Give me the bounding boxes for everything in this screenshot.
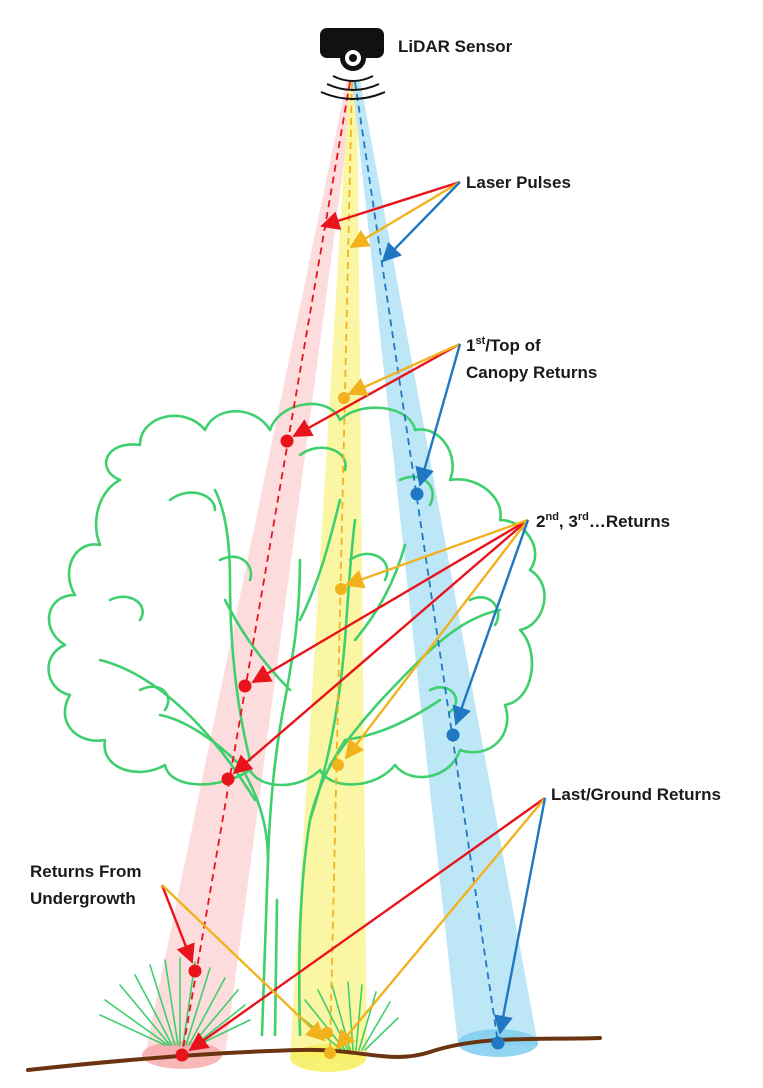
undergrowth-label-line2: Undergrowth [30, 889, 136, 908]
first-returns-label-line2: Canopy Returns [466, 363, 597, 382]
sensor-label: LiDAR Sensor [398, 37, 513, 56]
red-third-return [221, 772, 235, 786]
yellow-pulse-path [329, 81, 353, 1054]
yellow-second-return [335, 583, 347, 595]
yellow-first-return [338, 392, 350, 404]
laser-pulses-label: Laser Pulses [466, 173, 571, 192]
signal-waves-icon [320, 75, 386, 100]
red-undergrowth-return [188, 964, 202, 978]
undergrowth-label-line1: Returns From [30, 862, 141, 881]
ground-line [26, 1036, 602, 1072]
blue-ground-return [491, 1036, 505, 1050]
lidar-sensor-icon [320, 28, 384, 71]
laser-pulse-arrows [320, 180, 461, 263]
yellow-third-return [332, 759, 344, 771]
yellow-undergrowth-return [321, 1027, 333, 1039]
ground-returns-label: Last/Ground Returns [551, 785, 721, 804]
yellow-ground-return [324, 1047, 336, 1059]
blue-first-return [410, 487, 424, 501]
yellow-beam [290, 80, 367, 1058]
grass-tuft-icon [99, 957, 399, 1051]
return-points [175, 392, 505, 1062]
blue-beam [352, 80, 538, 1045]
second-third-returns-label: 2nd, 3rd…Returns [536, 511, 670, 531]
red-first-return [280, 434, 294, 448]
blue-second-return [446, 728, 460, 742]
first-returns-label: 1st/Top of [466, 335, 541, 355]
red-second-return [238, 679, 252, 693]
red-pulse-path [181, 81, 351, 1056]
second-third-return-arrows [232, 518, 530, 775]
ground-return-arrows [188, 797, 547, 1052]
undergrowth-arrows [160, 884, 326, 1042]
red-ground-return [175, 1048, 189, 1062]
first-return-arrows [292, 342, 462, 487]
